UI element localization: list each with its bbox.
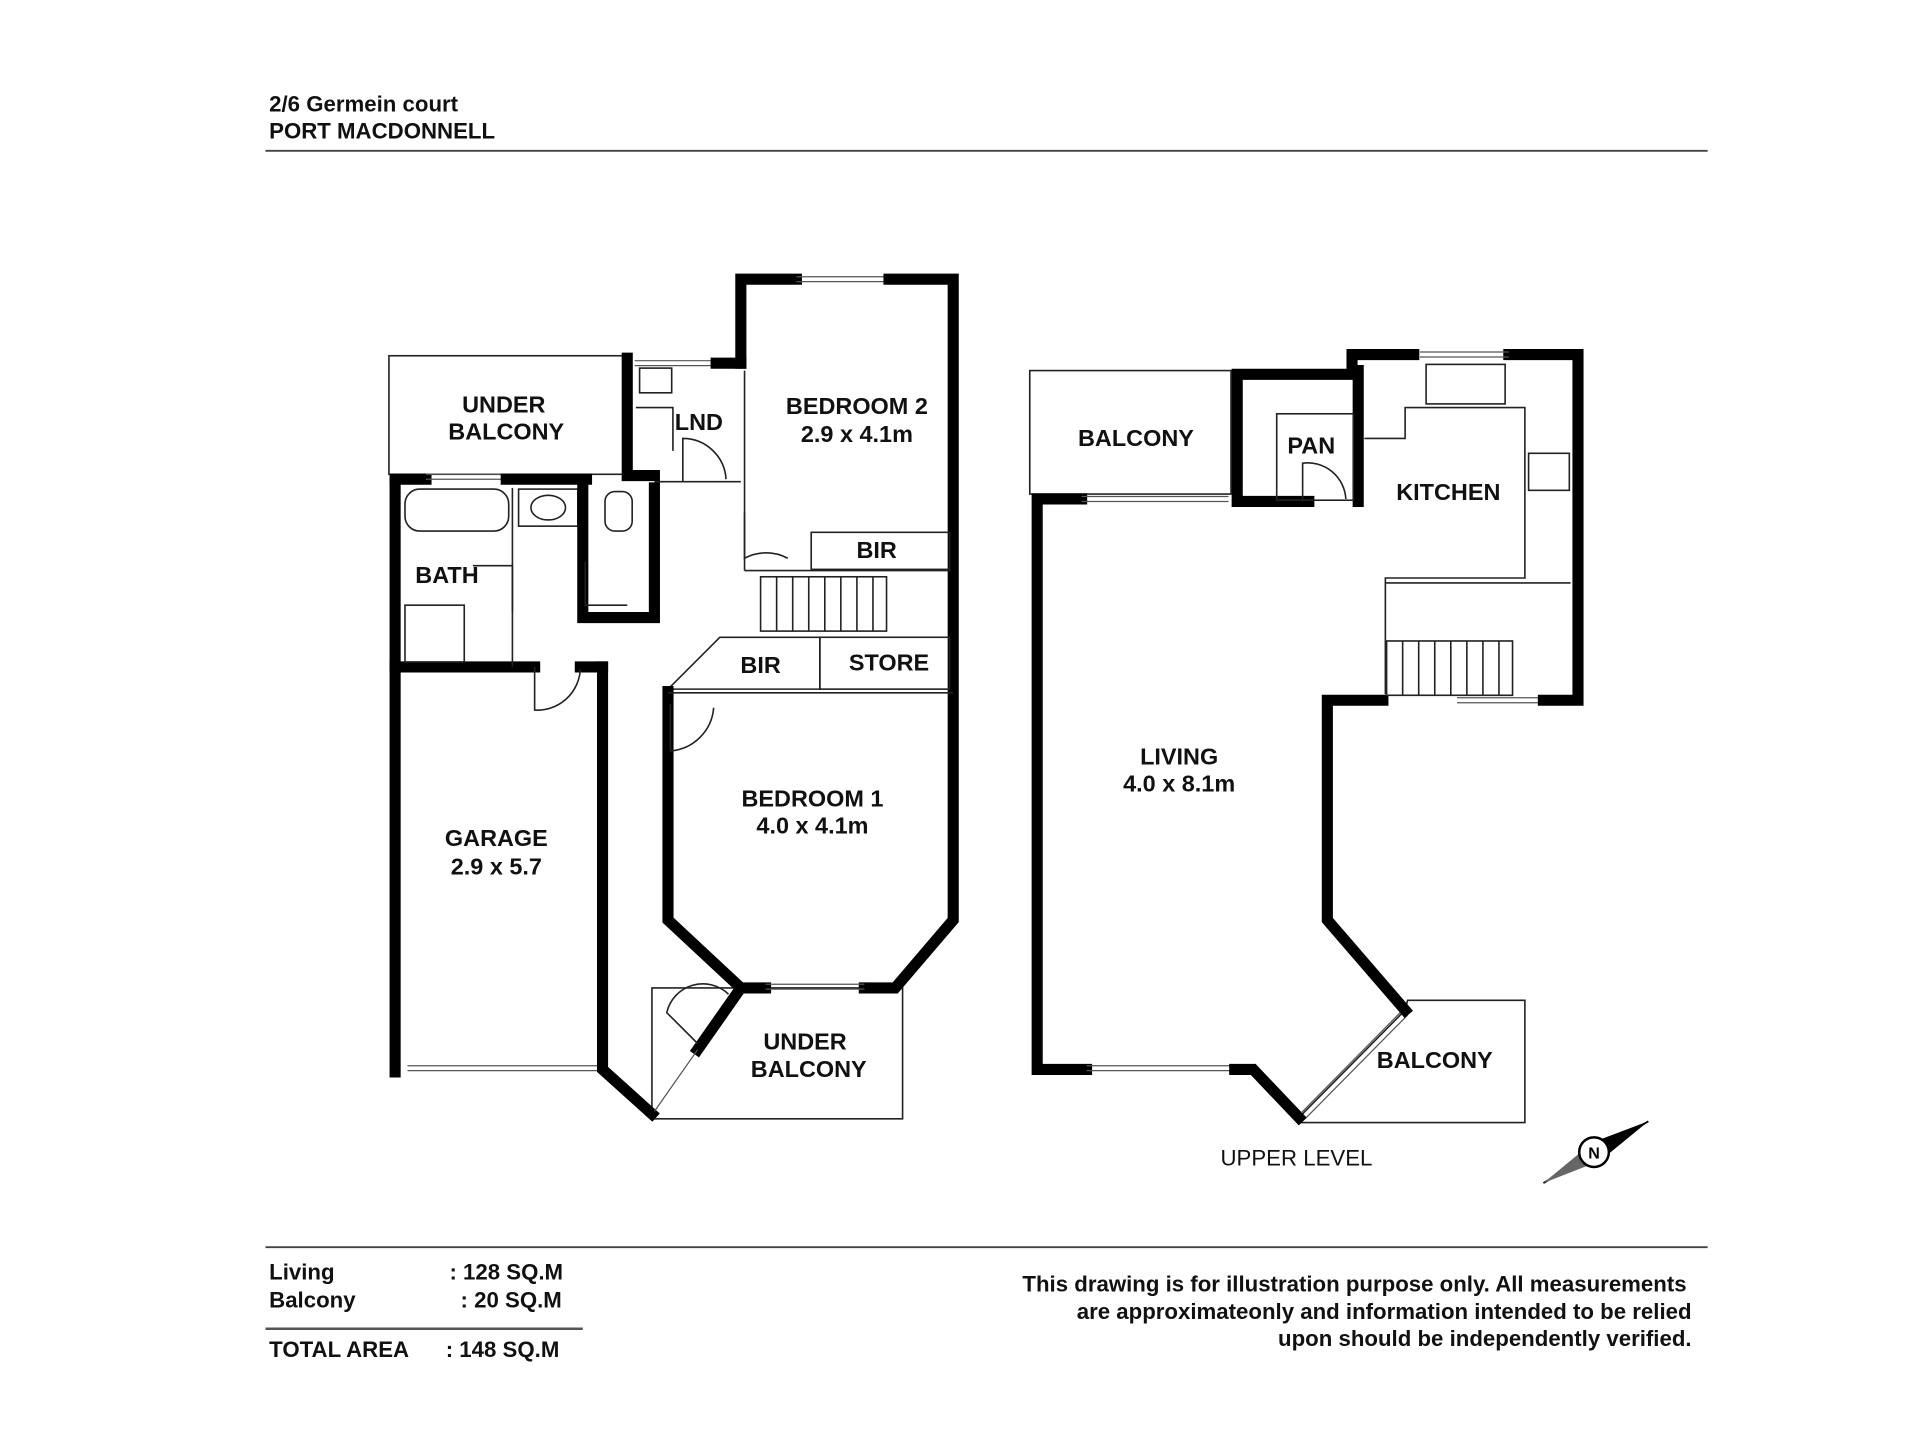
room-under-balcony-top-l1: UNDER <box>462 392 545 418</box>
room-bir-mid: BIR <box>740 652 780 678</box>
disclaimer-line-3: upon should be independently verified. <box>1278 1326 1692 1351</box>
room-balcony-top: BALCONY <box>1078 425 1194 451</box>
room-under-balcony-bottom-l1: UNDER <box>763 1029 846 1055</box>
room-bath: BATH <box>415 562 478 588</box>
lower-stairs <box>775 576 874 632</box>
room-kitchen: KITCHEN <box>1396 479 1500 505</box>
total-area-value: : 148 SQ.M <box>446 1337 560 1362</box>
disclaimer-line-2: are approximateonly and information inte… <box>1077 1299 1692 1324</box>
room-garage-size: 2.9 x 5.7 <box>451 853 542 879</box>
living-area-label: Living <box>269 1259 334 1284</box>
room-living-name: LIVING <box>1140 743 1218 769</box>
address-line-1: 2/6 Germein court <box>269 91 459 116</box>
lower-level-plan <box>388 273 959 1122</box>
room-bedroom2-size: 2.9 x 4.1m <box>801 421 913 447</box>
room-bedroom1-name: BEDROOM 1 <box>741 785 883 811</box>
compass-icon: N <box>1542 1120 1649 1184</box>
room-garage-name: GARAGE <box>445 825 548 851</box>
room-lnd: LND <box>675 409 723 435</box>
under-balcony-bottom-area <box>651 987 904 1120</box>
room-bedroom2-name: BEDROOM 2 <box>786 393 928 419</box>
room-under-balcony-bottom-l2: BALCONY <box>751 1056 867 1082</box>
room-balcony-bottom: BALCONY <box>1377 1047 1493 1073</box>
balcony-area-label: Balcony <box>269 1288 356 1313</box>
total-area-label: TOTAL AREA <box>269 1337 409 1362</box>
address-line-2: PORT MACDONNELL <box>269 118 495 143</box>
room-pan: PAN <box>1287 432 1335 458</box>
disclaimer-line-1: This drawing is for illustration purpose… <box>1022 1272 1686 1297</box>
room-bir-top: BIR <box>856 537 896 563</box>
room-under-balcony-top-l2: BALCONY <box>448 419 564 445</box>
room-bedroom1-size: 4.0 x 4.1m <box>756 813 868 839</box>
upper-stairs <box>1401 640 1500 696</box>
upper-level-plan <box>1028 348 1584 1126</box>
room-living-size: 4.0 x 8.1m <box>1123 771 1235 797</box>
room-store: STORE <box>849 650 929 676</box>
compass-label: N <box>1588 1144 1600 1162</box>
living-area-value: : 128 SQ.M <box>449 1259 563 1284</box>
balcony-top-area <box>1028 369 1232 495</box>
upper-level-label: UPPER LEVEL <box>1221 1146 1373 1171</box>
balcony-area-value: : 20 SQ.M <box>461 1288 562 1313</box>
